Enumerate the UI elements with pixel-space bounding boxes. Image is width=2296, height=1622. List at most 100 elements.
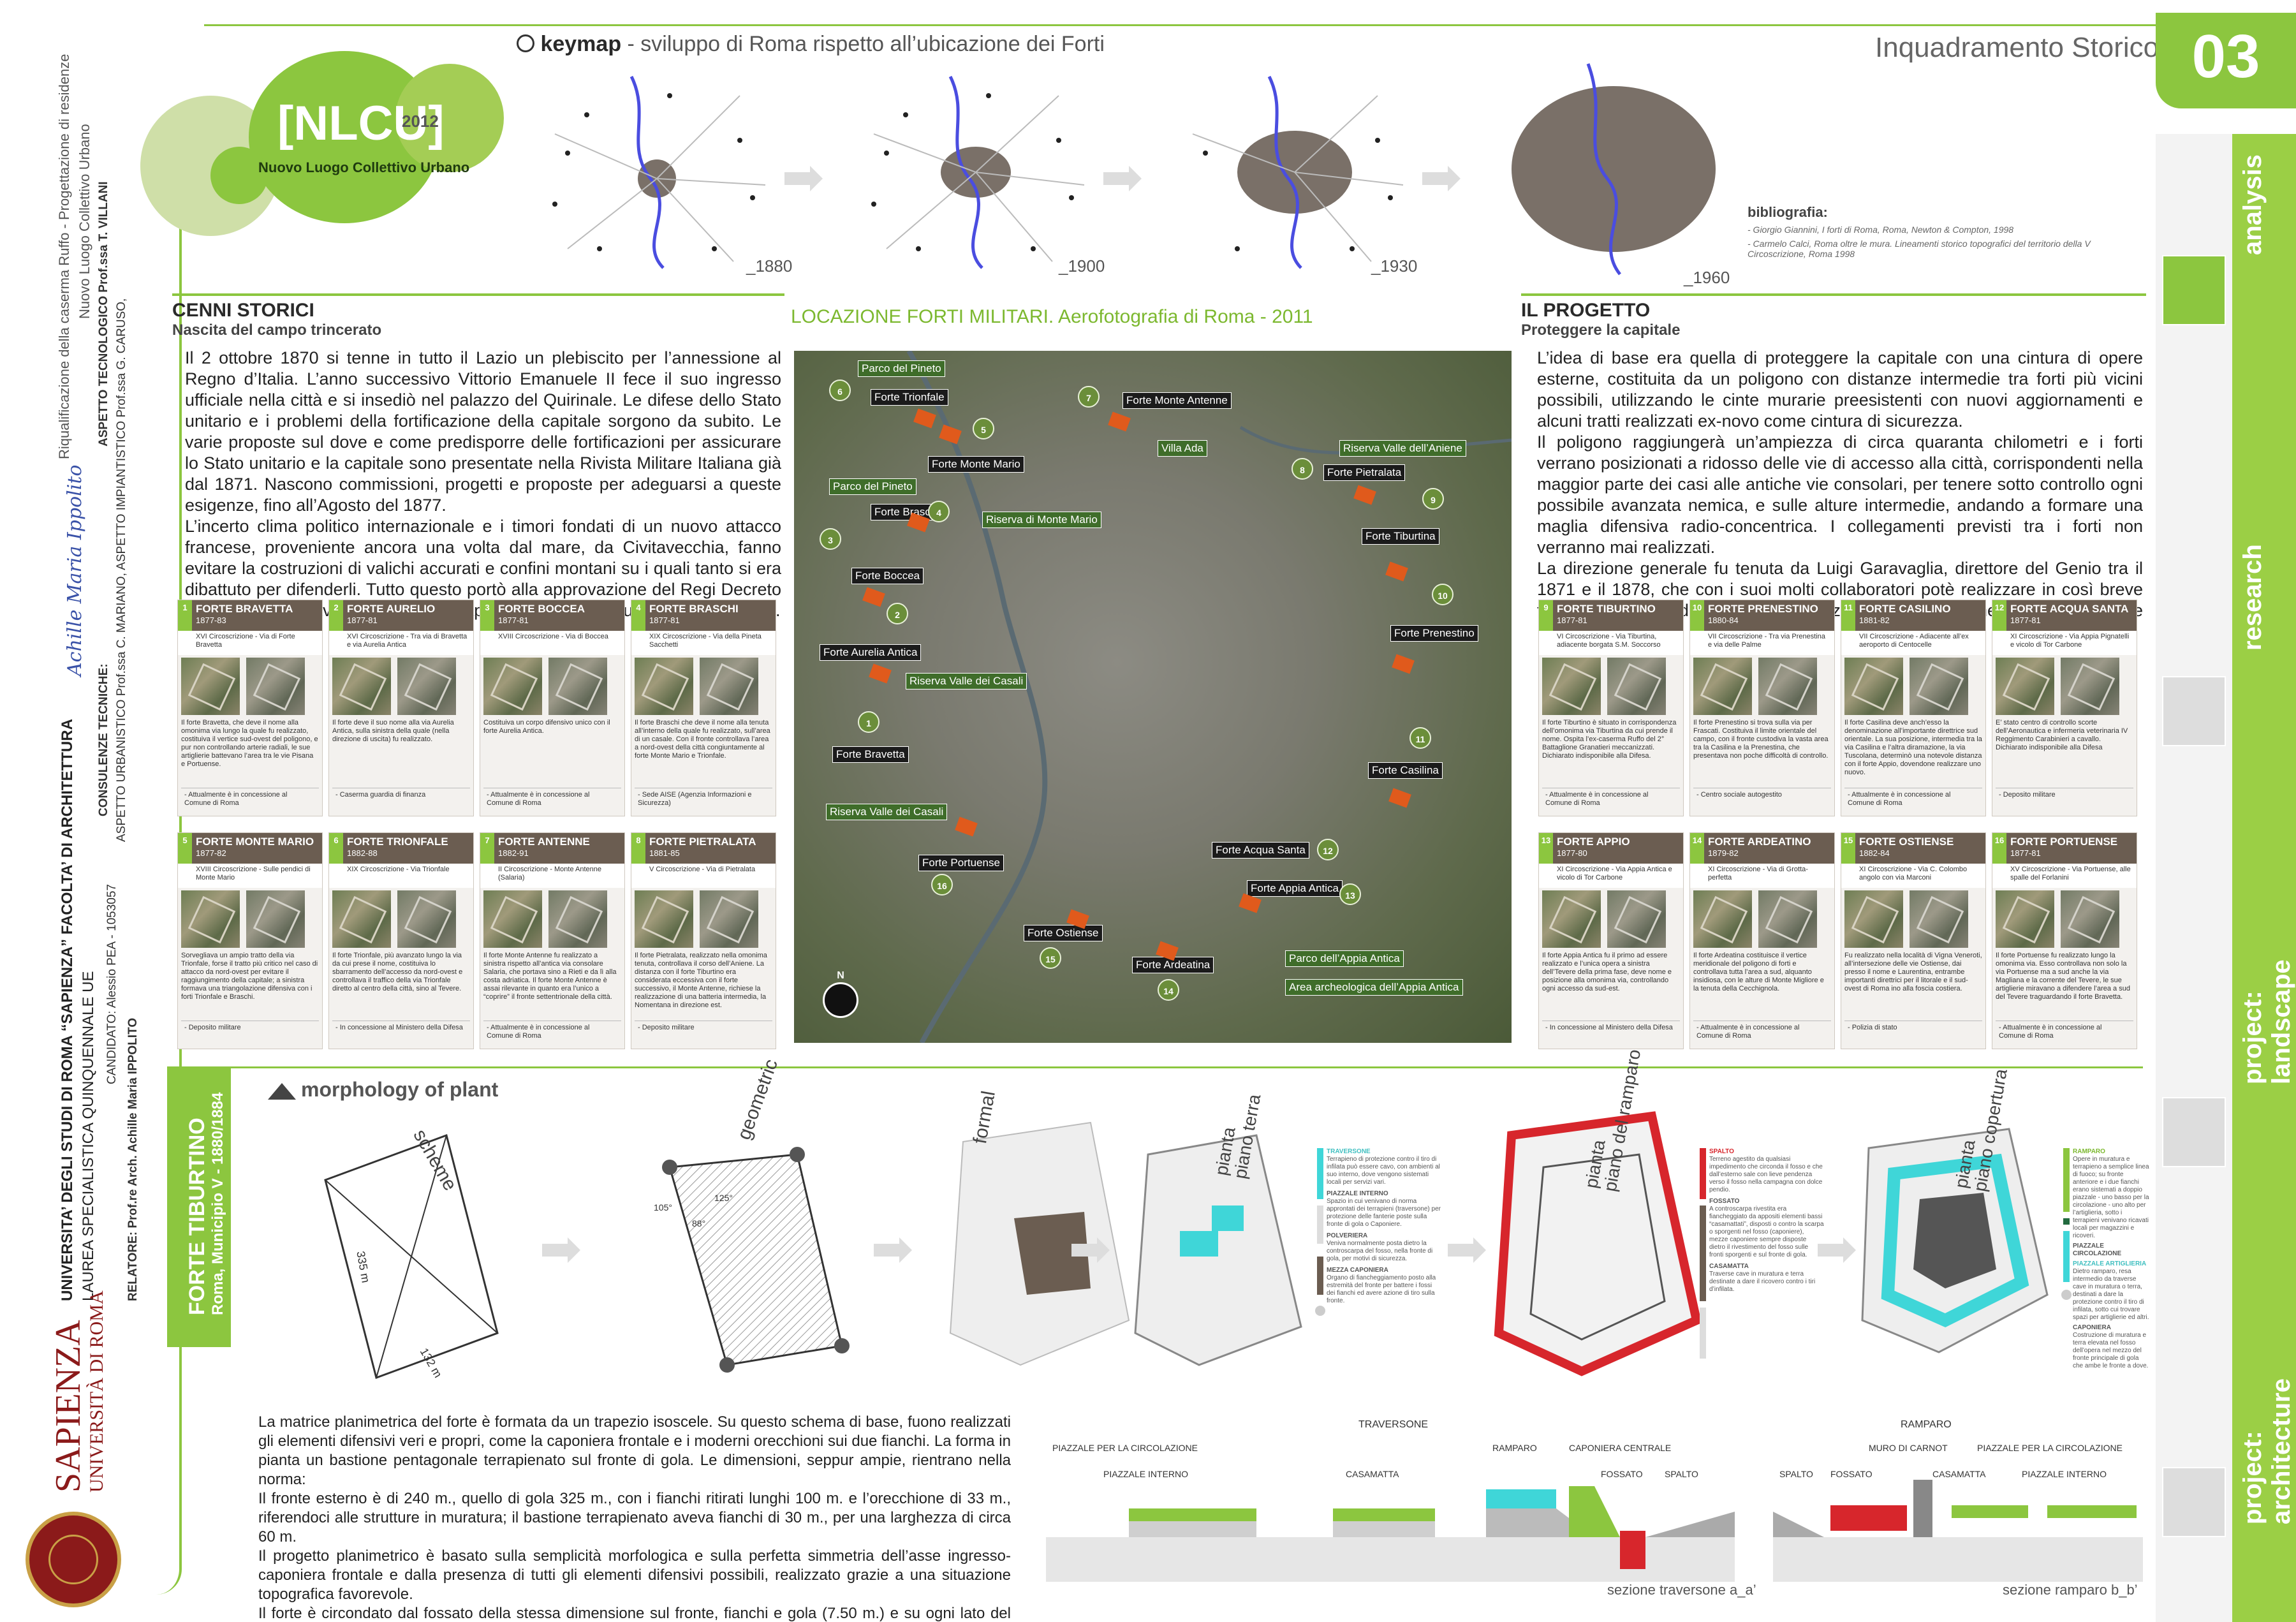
map-marker-4[interactable]: 4 [928,501,950,522]
fort-name: FORTE BOCCEA [498,603,585,615]
tab-landscape[interactable]: project: landscape [2239,959,2295,1084]
map-label-forte-appia-antica[interactable]: Forte Appia Antica [1247,880,1343,897]
map-marker-1[interactable]: 1 [858,711,879,733]
map-label-parco-pineto[interactable]: Parco del Pineto [858,360,945,377]
fort-text: Il forte Tiburtino è situato in corrispo… [1542,719,1677,760]
map-marker-2[interactable]: 2 [887,603,908,624]
arrow-icon [1422,166,1461,191]
map-label-forte-acqua-santa[interactable]: Forte Acqua Santa [1212,842,1309,859]
fort-foot: - Deposito militare [635,1021,772,1035]
page-number: 03 [2191,22,2260,91]
map-marker-8[interactable]: 8 [1292,458,1313,480]
map-marker-16[interactable]: 16 [931,874,953,896]
fort-text: Il forte Monte Antenne fu realizzato a s… [483,952,617,1001]
cenni-subtitle: Nascita del campo trincerato [172,321,382,339]
map-label-forte-prenestino[interactable]: Forte Prenestino [1390,625,1478,642]
map-label-forte-aurelia[interactable]: Forte Aurelia Antica [820,644,922,661]
fort-photo [1996,658,2054,715]
arrow-icon [1103,166,1142,191]
map-label-riserva-monte-mario[interactable]: Riserva di Monte Mario [982,512,1101,528]
tab-architecture[interactable]: project: architecture [2239,1378,2295,1524]
section-title: Inquadramento Storico [1875,32,2160,63]
map-label-forte-bravetta[interactable]: Forte Bravetta [832,746,909,763]
fort-sub: V Circoscrizione - Via di Pietralata [631,864,776,888]
fort-date: 1877-81 [498,616,529,625]
map-marker-7[interactable]: 7 [1078,386,1100,408]
map-label-villa-ada[interactable]: Villa Ada [1158,440,1207,457]
fort-date: 1877-81 [649,616,680,625]
fort-date: 1877-82 [196,848,226,858]
morphology-title-text: morphology of plant [301,1078,499,1101]
fort-text: Il forte Prenestino si trova sulla via p… [1693,719,1829,760]
fort-date: 1877-81 [2010,848,2041,858]
fort-photo [246,658,305,715]
map-marker-5[interactable]: 5 [973,418,994,439]
map-label-forte-trionfale[interactable]: Forte Trionfale [871,389,948,406]
map-marker-15[interactable]: 15 [1040,947,1061,969]
map-marker-12[interactable]: 12 [1317,839,1339,860]
map-marker-3[interactable]: 3 [820,528,841,550]
map-label-forte-boccea[interactable]: Forte Boccea [851,568,924,584]
map-label-forte-ostiense[interactable]: Forte Ostiense [1024,925,1103,941]
map-label-riserva-casali[interactable]: Riserva Valle dei Casali [906,673,1027,689]
italy-map-icon [2162,255,2226,325]
keymap-1930 [1192,75,1404,269]
fort-photo [1542,890,1601,948]
keymap-maps [552,63,1716,276]
map-marker-10[interactable]: 10 [1432,584,1453,605]
map-label-parco-appia[interactable]: Parco dell’Appia Antica [1285,950,1404,967]
map-label-riserva-aniene[interactable]: Riserva Valle dell’Aniene [1339,440,1466,457]
map-label-forte-tiburtina[interactable]: Forte Tiburtina [1362,528,1439,545]
tab-research[interactable]: research [2239,544,2267,651]
map-label-forte-casilina[interactable]: Forte Casilina [1368,762,1443,779]
fort-sub: XVIII Circoscrizione - Via di Boccea [480,631,624,655]
candidate-label: CANDIDATO: Alessio PEA - 1053057 [105,883,119,1084]
map-label-forte-monte-antenne[interactable]: Forte Monte Antenne [1122,392,1232,409]
section-caption-a: sezione traversone a_a’ [1607,1582,1756,1598]
map-marker-11[interactable]: 11 [1409,727,1431,749]
section-label-b-2: MURO DI CARNOT [1869,1443,1948,1453]
sidebar-inner [2156,134,2232,1622]
map-marker-14[interactable]: 14 [1158,979,1179,1001]
fort-photo [635,658,693,715]
cenni-title: CENNI STORICI [172,300,314,321]
map-marker-6[interactable]: 6 [829,380,851,401]
map-label-area-appia[interactable]: Area archeologica dell’Appia Antica [1285,979,1463,996]
map-label-forte-portuense[interactable]: Forte Portuense [918,855,1004,871]
fort-text: Il forte deve il suo nome alla via Aurel… [332,719,454,743]
tab-analysis[interactable]: analysis [2239,154,2267,255]
fort-photo [483,658,542,715]
fort-name: FORTE PRENESTINO [1708,603,1818,615]
legend-item: PIAZZALE CIRCOLAZIONE [2073,1242,2122,1257]
map-marker-13[interactable]: 13 [1339,883,1361,905]
map-label-forte-pietralata[interactable]: Forte Pietralata [1323,464,1406,481]
fort-name: FORTE APPIO [1557,836,1630,848]
fort-name: FORTE CASILINO [1859,603,1951,615]
map-marker-9[interactable]: 9 [1422,488,1444,510]
fort-name: FORTE ARDEATINO [1708,836,1811,848]
fort-text: Fu realizzato nella località di Vigna Ve… [1844,952,1982,992]
zoom-icon [517,34,534,52]
map-label-forte-monte-mario[interactable]: Forte Monte Mario [928,456,1024,473]
map-label-riserva-casali-2[interactable]: Riserva Valle dei Casali [826,804,948,820]
section-label-b-4: PIAZZALE PER LA CIRCOLAZIONE [1977,1443,2123,1453]
map-label-parco-pineto-2[interactable]: Parco del Pineto [829,478,916,495]
